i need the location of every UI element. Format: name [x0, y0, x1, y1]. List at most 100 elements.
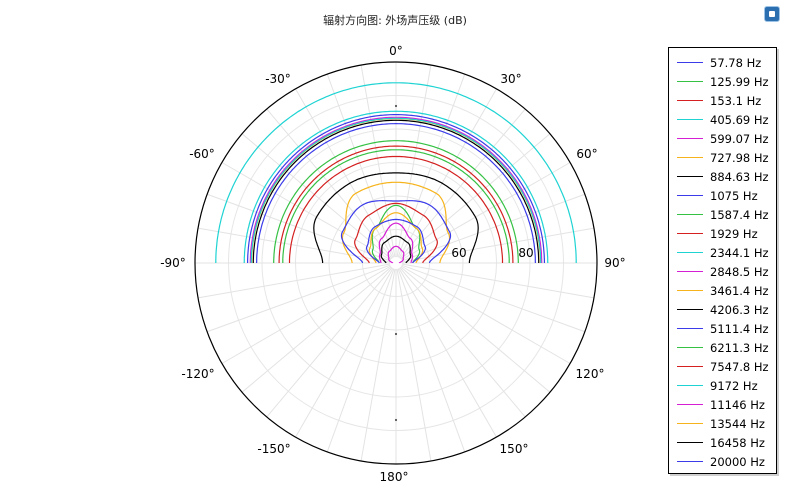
legend-label: 2344.1 Hz — [710, 245, 769, 260]
legend-item: 153.1 Hz — [669, 91, 776, 110]
legend-label: 4206.3 Hz — [710, 302, 769, 317]
legend-item: 13544 Hz — [669, 414, 776, 433]
angle-grid-spoke — [398, 267, 497, 438]
legend-item: 405.69 Hz — [669, 110, 776, 129]
series-curve-0 — [247, 114, 545, 263]
series-curve-17 — [250, 117, 542, 263]
angle-grid-spoke — [399, 267, 526, 418]
legend-label: 57.78 Hz — [710, 55, 762, 70]
legend-swatch — [677, 81, 703, 82]
legend-swatch — [677, 100, 703, 101]
legend-item: 1929 Hz — [669, 224, 776, 243]
angle-grid-spoke — [401, 193, 586, 262]
series-curve-3 — [243, 110, 549, 264]
axis-marker — [394, 332, 398, 336]
series-curve-11 — [378, 222, 414, 263]
angle-grid-spoke — [360, 268, 396, 462]
legend-item: 599.07 Hz — [669, 129, 776, 148]
app-icon[interactable] — [764, 6, 780, 22]
angle-grid-spoke — [400, 265, 571, 364]
legend-item: 1587.4 Hz — [669, 205, 776, 224]
legend-item: 727.98 Hz — [669, 148, 776, 167]
legend-label: 11146 Hz — [710, 397, 765, 412]
legend-item: 125.99 Hz — [669, 72, 776, 91]
legend-item: 9172 Hz — [669, 376, 776, 395]
series-curve-15 — [371, 204, 421, 264]
angle-grid-spoke — [401, 227, 595, 263]
legend-label: 727.98 Hz — [710, 150, 769, 165]
angle-tick-label: -120° — [181, 367, 214, 381]
polar-outer-ring — [194, 61, 598, 465]
legend-label: 16458 Hz — [710, 435, 765, 450]
radial-tick-label: 80 — [518, 246, 533, 260]
angle-tick-label: 60° — [576, 147, 597, 161]
legend-swatch — [677, 138, 703, 139]
angle-grid-spoke — [326, 73, 395, 258]
legend-label: 1587.4 Hz — [710, 207, 769, 222]
axis-marker — [394, 104, 398, 108]
legend-label: 125.99 Hz — [710, 74, 769, 89]
legend-swatch — [677, 157, 703, 158]
series-curve-2 — [278, 145, 514, 263]
series-curve-21 — [366, 218, 426, 264]
angle-grid-spoke — [396, 64, 432, 258]
legend-swatch — [677, 252, 703, 253]
series-curve-10 — [215, 82, 577, 263]
legend-swatch — [677, 233, 703, 234]
legend-swatch — [677, 271, 703, 272]
angle-grid-spoke — [400, 162, 571, 261]
angle-grid-spoke — [206, 193, 391, 262]
series-curve-8 — [282, 149, 510, 263]
angle-tick-label: 180° — [380, 470, 409, 484]
legend-item: 11146 Hz — [669, 395, 776, 414]
legend-item: 16458 Hz — [669, 433, 776, 452]
angle-grid-spoke — [398, 88, 497, 259]
legend-swatch — [677, 328, 703, 329]
series-curve-1 — [273, 140, 519, 263]
series-curve-7 — [256, 122, 536, 264]
legend-label: 153.1 Hz — [710, 93, 762, 108]
angle-tick-label: -90° — [160, 256, 186, 270]
angle-grid-spoke — [295, 88, 394, 259]
legend-item: 2344.1 Hz — [669, 243, 776, 262]
angle-grid-spoke — [397, 268, 466, 453]
angle-tick-label: -30° — [265, 72, 291, 86]
legend-swatch — [677, 385, 703, 386]
angle-grid-spoke — [397, 73, 466, 258]
series-curve-16 — [354, 202, 438, 264]
legend-item: 57.78 Hz — [669, 53, 776, 72]
series-curve-14 — [340, 199, 452, 264]
angle-grid-spoke — [401, 263, 595, 299]
legend-label: 6211.3 Hz — [710, 340, 769, 355]
plot-title: 辐射方向图: 外场声压级 (dB) — [323, 14, 467, 27]
legend-label: 5111.4 Hz — [710, 321, 769, 336]
legend-swatch — [677, 176, 703, 177]
polar-grid — [194, 61, 598, 465]
angle-grid-spoke — [197, 263, 391, 299]
legend-swatch — [677, 461, 703, 462]
angle-grid-spoke — [221, 265, 392, 364]
legend-label: 1929 Hz — [710, 226, 758, 241]
angle-grid-spoke — [400, 133, 551, 260]
legend-label: 3461.4 Hz — [710, 283, 769, 298]
angle-grid-spoke — [401, 264, 586, 333]
legend-label: 13544 Hz — [710, 416, 765, 431]
legend-item: 884.63 Hz — [669, 167, 776, 186]
angle-grid-spoke — [360, 64, 396, 258]
series-curve-20 — [380, 235, 412, 264]
angle-grid-spoke — [241, 133, 392, 260]
series-curve-13 — [313, 172, 479, 263]
axis-marker — [394, 418, 398, 422]
legend-swatch — [677, 347, 703, 348]
angle-tick-label: 90° — [604, 256, 625, 270]
angle-tick-label: 150° — [500, 442, 529, 456]
legend-swatch — [677, 214, 703, 215]
legend-item: 20000 Hz — [669, 452, 776, 471]
legend-item: 4206.3 Hz — [669, 300, 776, 319]
angle-grid-spoke — [241, 266, 392, 393]
legend-label: 9172 Hz — [710, 378, 758, 393]
legend-item: 6211.3 Hz — [669, 338, 776, 357]
angle-grid-spoke — [206, 264, 391, 333]
legend-swatch — [677, 195, 703, 196]
